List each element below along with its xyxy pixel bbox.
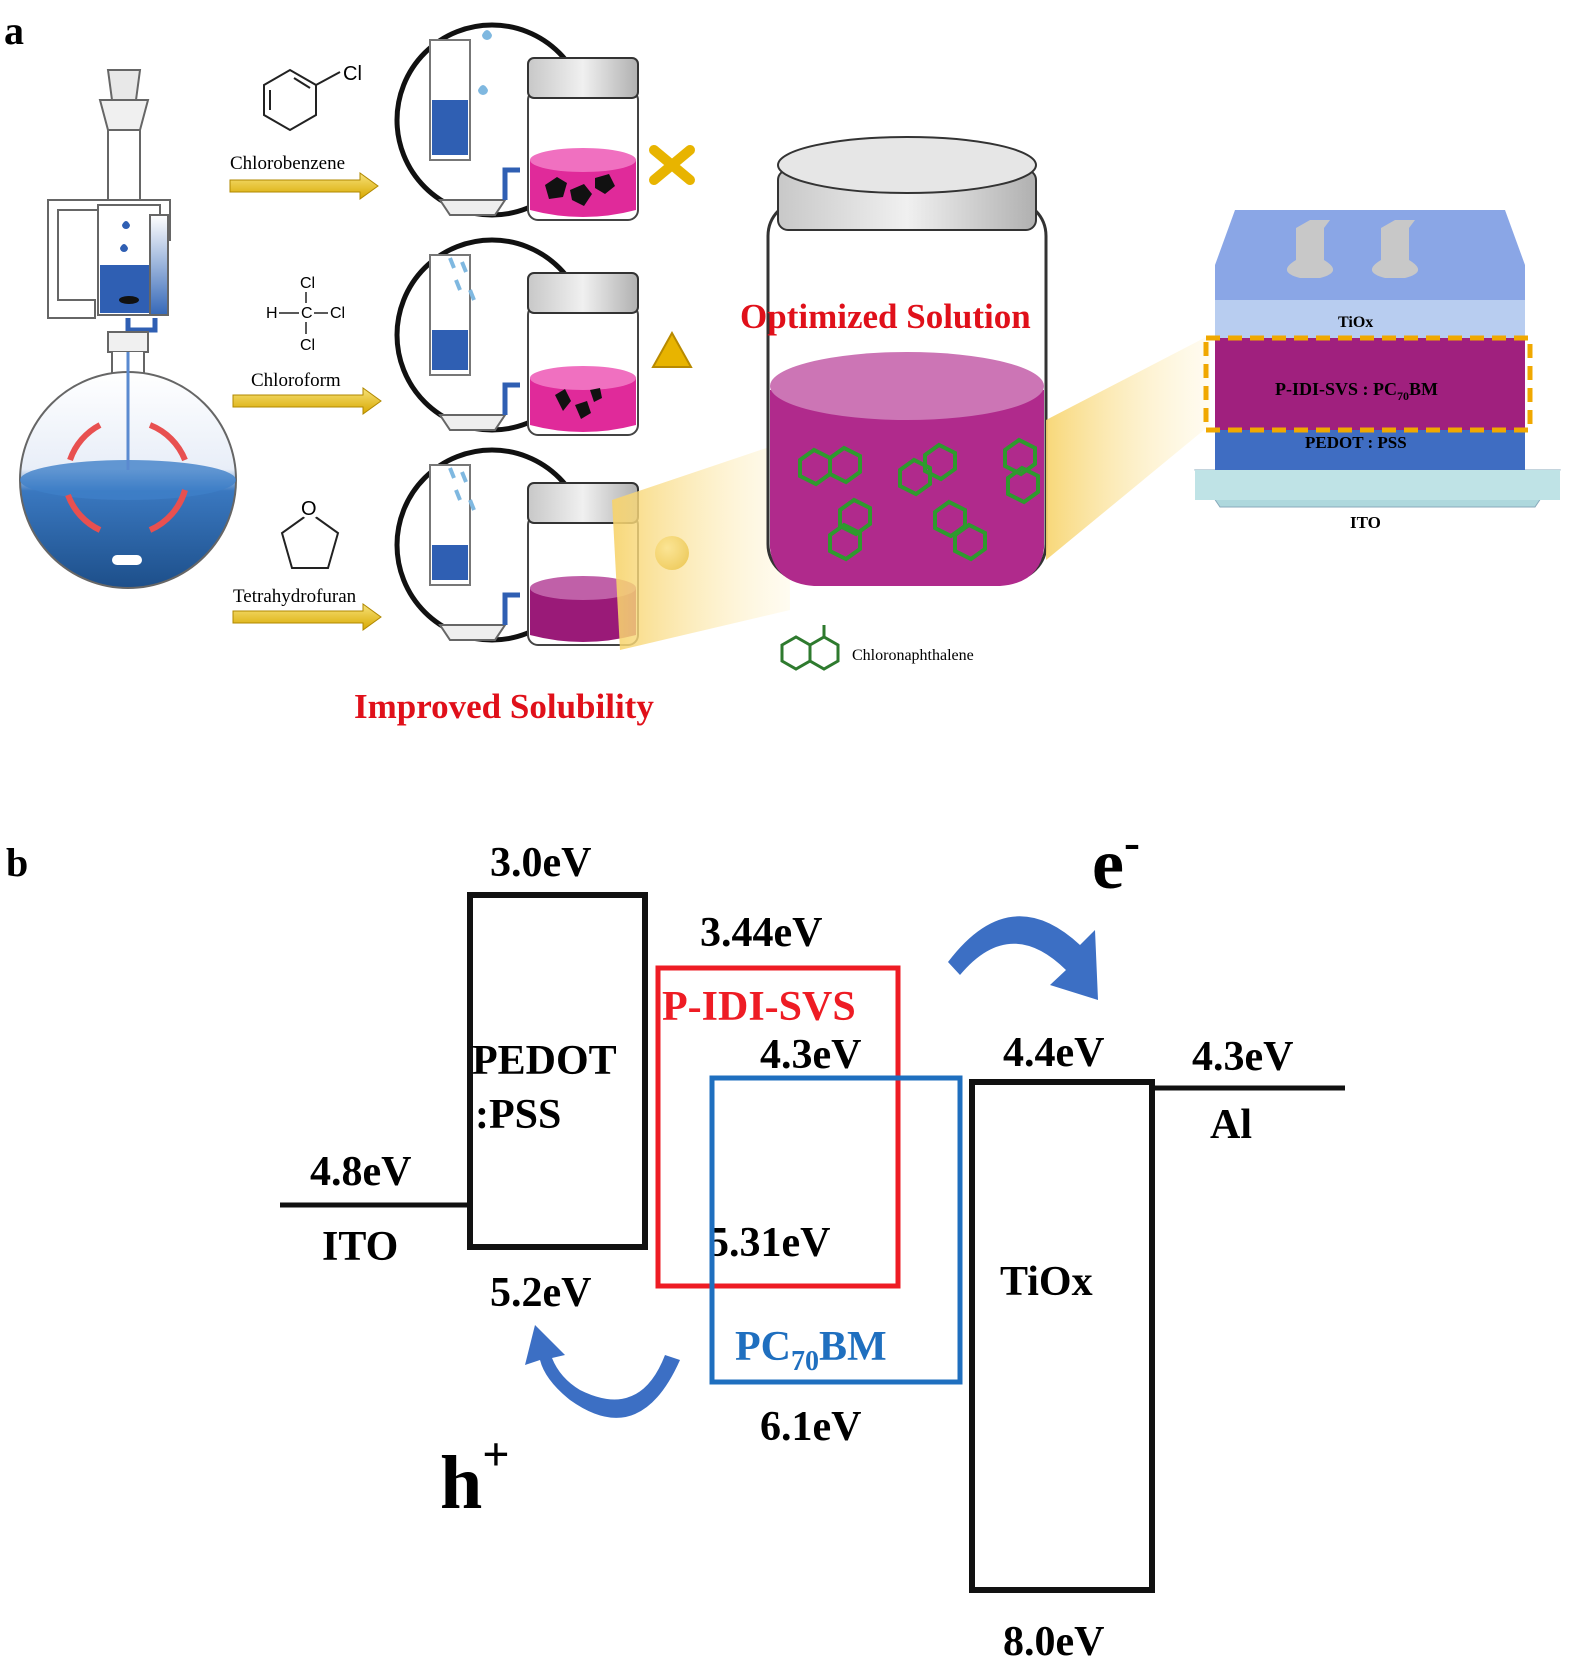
magnified-view-chlorobenzene (394, 22, 639, 221)
chloroform-atom-1: Cl (300, 275, 315, 292)
al-name: Al (1210, 1102, 1252, 1148)
hole-label: h+ (440, 1428, 510, 1525)
layer-ito: ITO (1350, 513, 1381, 532)
chloroform-structure-icon: Cl H C Cl Cl (266, 275, 345, 354)
layer-active-suffix: BM (1409, 379, 1438, 399)
acceptor-name: PC70BM (735, 1324, 887, 1377)
light-beam-right (1046, 335, 1210, 560)
tiox-name: TiOx (1000, 1259, 1093, 1305)
donor-top-energy: 3.44eV (700, 910, 822, 956)
solvent-name-chloroform: Chloroform (251, 370, 341, 391)
pedot-top-energy: 3.0eV (490, 840, 591, 886)
pedot-bottom-energy: 5.2eV (490, 1270, 591, 1316)
pedot-name-line1: PEDOT (472, 1038, 617, 1084)
hole-arrow-icon (525, 1325, 680, 1418)
arrow-chloroform (232, 387, 382, 415)
chloronaphthalene-icon (780, 625, 840, 671)
chlorobenzene-structure-icon: Cl (263, 63, 362, 132)
layer-pedot: PEDOT : PSS (1305, 433, 1407, 452)
magnified-view-thf (394, 447, 639, 646)
acceptor-name-main: PC (735, 1324, 791, 1370)
tiox-box (969, 1079, 1155, 1593)
ito-name: ITO (322, 1224, 398, 1270)
arrow-chlorobenzene (229, 172, 379, 200)
chlorobenzene-cl: Cl (343, 63, 362, 85)
panel-b-label: b (6, 840, 28, 885)
chloronaphthalene-label: Chloronaphthalene (852, 647, 974, 664)
layer-tiox: TiOx (1338, 314, 1373, 331)
donor-bottom-energy: 5.31eV (708, 1220, 830, 1266)
pedot-box (467, 892, 648, 1250)
layer-active-main: P-IDI-SVS : PC (1275, 379, 1397, 399)
tiox-bottom-energy: 8.0eV (1003, 1619, 1104, 1665)
optimized-solution-title: Optimized Solution (740, 297, 1031, 336)
light-beam-left (612, 440, 790, 650)
electron-arrow-icon (948, 916, 1098, 1000)
acceptor-name-suffix: BM (819, 1324, 887, 1370)
donor-box (655, 965, 901, 1289)
electron-sup: - (1124, 816, 1140, 869)
chloroform-atom-2: H (266, 305, 278, 322)
cross-icon (649, 145, 695, 185)
acceptor-box (709, 1075, 963, 1385)
solvent-name-thf: Tetrahydrofuran (233, 586, 357, 607)
layer-active-sub: 70 (1397, 389, 1409, 403)
chloroform-atom-5: Cl (300, 337, 315, 354)
solvent-name-chlorobenzene: Chlorobenzene (230, 153, 345, 174)
chloroform-atom-3: C (301, 305, 313, 322)
tiox-top-energy: 4.4eV (1003, 1030, 1104, 1076)
acceptor-bottom-energy: 6.1eV (760, 1404, 861, 1450)
al-energy: 4.3eV (1192, 1034, 1293, 1080)
donor-name: P-IDI-SVS (662, 984, 856, 1030)
electron-symbol: e (1092, 824, 1124, 904)
chloroform-atom-4: Cl (330, 305, 345, 322)
ito-energy: 4.8eV (310, 1149, 411, 1195)
improved-solubility-title: Improved Solubility (354, 687, 654, 726)
triangle-icon (651, 330, 693, 368)
acceptor-name-sub: 70 (791, 1346, 819, 1377)
soxhlet-apparatus (19, 69, 237, 589)
layer-active: P-IDI-SVS : PC70BM (1275, 379, 1438, 403)
optimized-solution-jar (766, 136, 1048, 586)
arrow-thf (232, 603, 382, 631)
pedot-name-line2: :PSS (475, 1092, 561, 1138)
panel-a-label: a (4, 8, 24, 53)
hole-sup: + (482, 1428, 509, 1481)
magnified-view-chloroform (394, 237, 639, 436)
device-stack (1194, 210, 1561, 508)
acceptor-top-energy: 4.3eV (760, 1032, 861, 1078)
electron-label: e- (1092, 816, 1140, 904)
thf-oxygen: O (301, 498, 317, 520)
hole-symbol: h (440, 1441, 482, 1525)
thf-structure-icon: O (280, 497, 340, 569)
